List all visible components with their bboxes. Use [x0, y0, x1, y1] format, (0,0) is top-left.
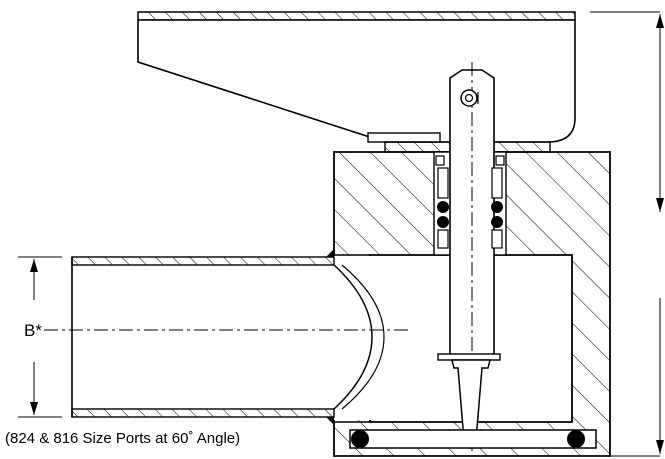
o-ring-left: [351, 430, 369, 448]
dimension-b-label: B*: [24, 321, 42, 340]
inlet-pipe: [71, 249, 385, 425]
lever-arm: [137, 11, 576, 143]
o-ring-right: [567, 430, 585, 448]
port-angle-note: (824 & 816 Size Ports at 60˚ Angle): [5, 430, 240, 447]
dimension-b: [18, 256, 62, 418]
bottom-seal-plate: [349, 429, 597, 449]
dimension-right: [590, 11, 664, 457]
stem-seals: [435, 155, 505, 249]
